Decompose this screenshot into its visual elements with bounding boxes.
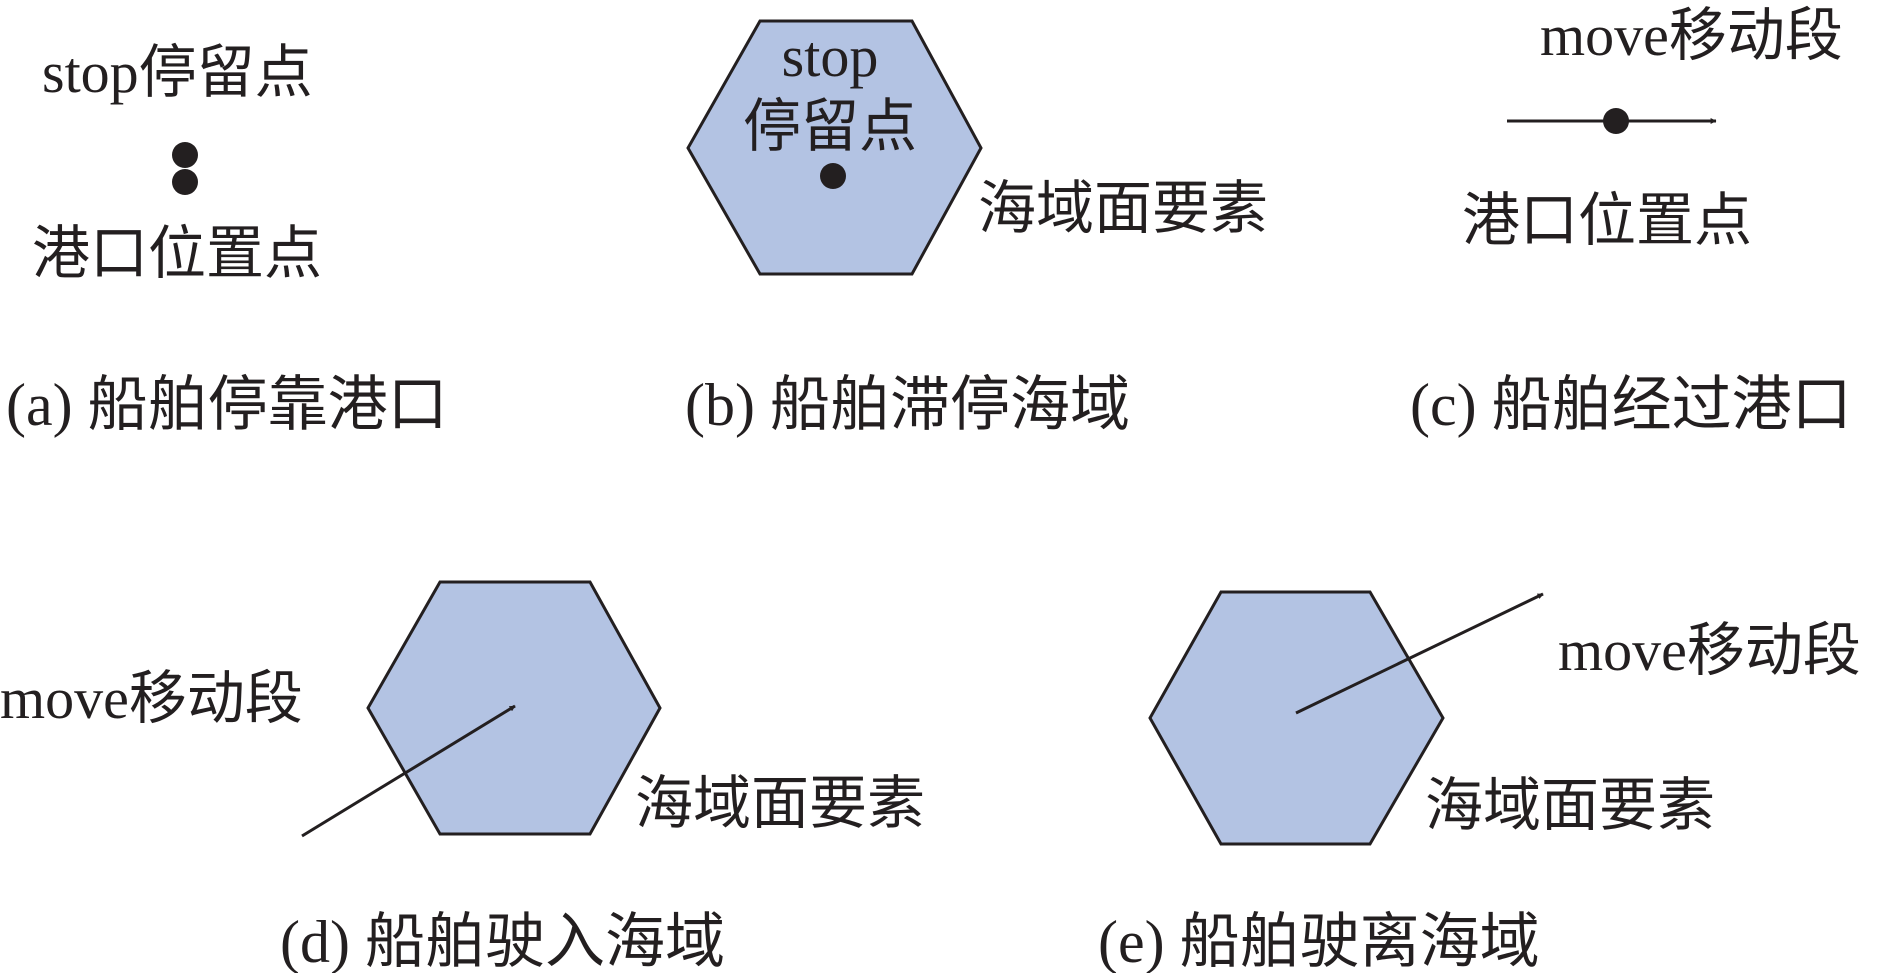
panel-e: move移动段 海域面要素 (e) 船舶驶离海域 (1098, 590, 1861, 973)
panel-c: move移动段 港口位置点 (c) 船舶经过港口 (1410, 3, 1852, 438)
panel-d-sea-label: 海域面要素 (635, 771, 925, 836)
panel-a: stop停留点 港口位置点 (a) 船舶停靠港口 (6, 40, 448, 438)
panel-b-stop-point (820, 163, 846, 189)
panel-d-caption: (d) 船舶驶入海域 (280, 909, 725, 973)
panel-a-stop-point (172, 142, 198, 168)
panel-e-caption: (e) 船舶驶离海域 (1098, 909, 1540, 973)
panel-a-stop-label: stop停留点 (42, 40, 313, 105)
panel-c-caption: (c) 船舶经过港口 (1410, 372, 1852, 438)
panel-b-stop-label-line2: 停留点 (743, 94, 917, 159)
panel-c-move-label: move移动段 (1540, 3, 1843, 68)
panel-e-move-arrow (1295, 592, 1544, 715)
panel-c-port-point (1603, 108, 1629, 134)
panel-b-sea-area-hexagon (686, 19, 983, 276)
panel-b-stop-label-line1: stop (782, 24, 879, 89)
panel-b-caption: (b) 船舶滞停海域 (685, 372, 1130, 438)
panel-e-sea-label: 海域面要素 (1425, 773, 1715, 838)
panel-a-port-point (172, 169, 198, 195)
panel-d-move-label: move移动段 (0, 666, 303, 731)
panel-b: stop 停留点 海域面要素 (b) 船舶滞停海域 (685, 19, 1268, 438)
panel-d-move-arrow (301, 704, 516, 838)
panel-a-port-label: 港口位置点 (32, 221, 322, 286)
panel-b-sea-label: 海域面要素 (978, 176, 1268, 241)
panel-c-port-label: 港口位置点 (1462, 188, 1752, 253)
panel-d: move移动段 海域面要素 (d) 船舶驶入海域 (0, 580, 925, 973)
panel-a-caption: (a) 船舶停靠港口 (6, 372, 448, 438)
panel-e-move-label: move移动段 (1558, 618, 1861, 683)
panel-e-sea-area-hexagon (1148, 590, 1445, 846)
